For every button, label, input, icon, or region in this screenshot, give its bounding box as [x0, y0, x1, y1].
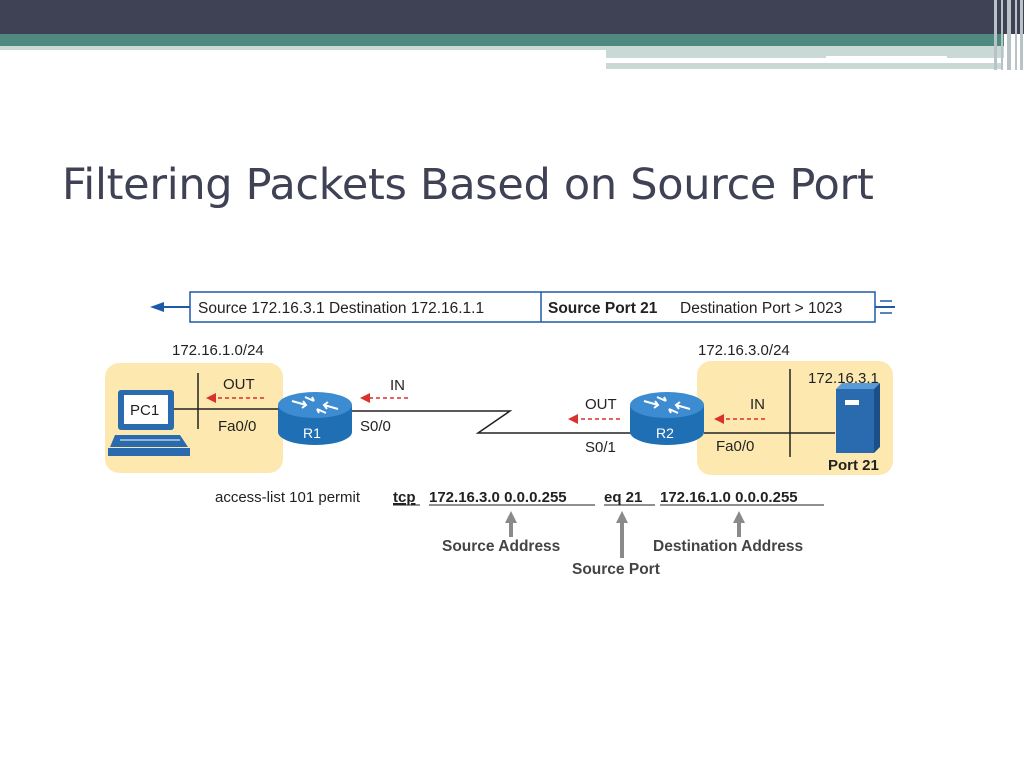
slide-accent-stripe-lower: [606, 63, 1001, 69]
r1-out-arrow-icon: [206, 393, 216, 403]
r2-lan-interface: Fa0/0: [716, 438, 754, 455]
slide-accent-stripe-light-right: [606, 46, 1004, 58]
left-subnet-label: 172.16.1.0/24: [172, 342, 264, 359]
source-port-arrow-icon: [616, 511, 628, 523]
slide-accent-stripe: [0, 34, 1004, 46]
acl-destination-wildcard: 172.16.1.0 0.0.0.255: [660, 489, 798, 506]
r1-in-arrow-icon: [360, 393, 370, 403]
packet-destination-port: Destination Port > 1023: [680, 300, 842, 317]
acl-port-operator: eq 21: [604, 489, 642, 506]
packet-direction-arrow-icon: [150, 302, 164, 312]
packet-header: Source 172.16.3.1 Destination 172.16.1.1…: [150, 291, 895, 323]
r1-lan-interface: Fa0/0: [218, 418, 256, 435]
pointer-arrows: [505, 511, 745, 558]
serial-link: [352, 410, 660, 434]
acl-command: access-list 101 permit: [215, 489, 361, 506]
packet-source-port: Source Port 21: [548, 300, 658, 317]
slide-accent-line: [826, 56, 947, 58]
acl-source-wildcard: 172.16.3.0 0.0.0.255: [429, 489, 567, 506]
r1-wan-interface: S0/0: [360, 418, 391, 435]
r1-in-label: IN: [390, 377, 405, 394]
network-diagram: Source 172.16.3.1 Destination 172.16.1.1…: [105, 291, 895, 578]
slide-title: Filtering Packets Based on Source Port: [62, 160, 874, 210]
server-icon: [836, 383, 880, 453]
r2-in-arrow-icon: [714, 414, 724, 424]
pc-icon: [108, 390, 190, 456]
server-port-label: Port 21: [828, 457, 879, 474]
router-r1-label: R1: [303, 425, 321, 441]
label-source-port: Source Port: [572, 561, 660, 578]
r2-out-arrow-icon: [568, 414, 578, 424]
slide-header-bar: [0, 0, 1024, 34]
right-subnet-label: 172.16.3.0/24: [698, 342, 790, 359]
r2-out-label: OUT: [585, 396, 617, 413]
server-ip-label: 172.16.3.1: [808, 370, 879, 387]
label-source-address: Source Address: [442, 538, 560, 555]
r1-out-label: OUT: [223, 376, 255, 393]
slide-corner-bars: [992, 0, 1024, 70]
r2-in-label: IN: [750, 396, 765, 413]
source-address-arrow-icon: [505, 511, 517, 523]
pc-label: PC1: [130, 402, 159, 419]
r2-wan-interface: S0/1: [585, 439, 616, 456]
router-r1-icon: [278, 392, 352, 445]
router-r2-icon: [630, 392, 704, 445]
slide-accent-stripe-light: [0, 46, 606, 50]
packet-address-fields: Source 172.16.3.1 Destination 172.16.1.1: [198, 300, 484, 317]
router-r2-label: R2: [656, 425, 674, 441]
label-destination-address: Destination Address: [653, 538, 803, 555]
acl-protocol: tcp: [393, 489, 416, 506]
destination-address-arrow-icon: [733, 511, 745, 523]
